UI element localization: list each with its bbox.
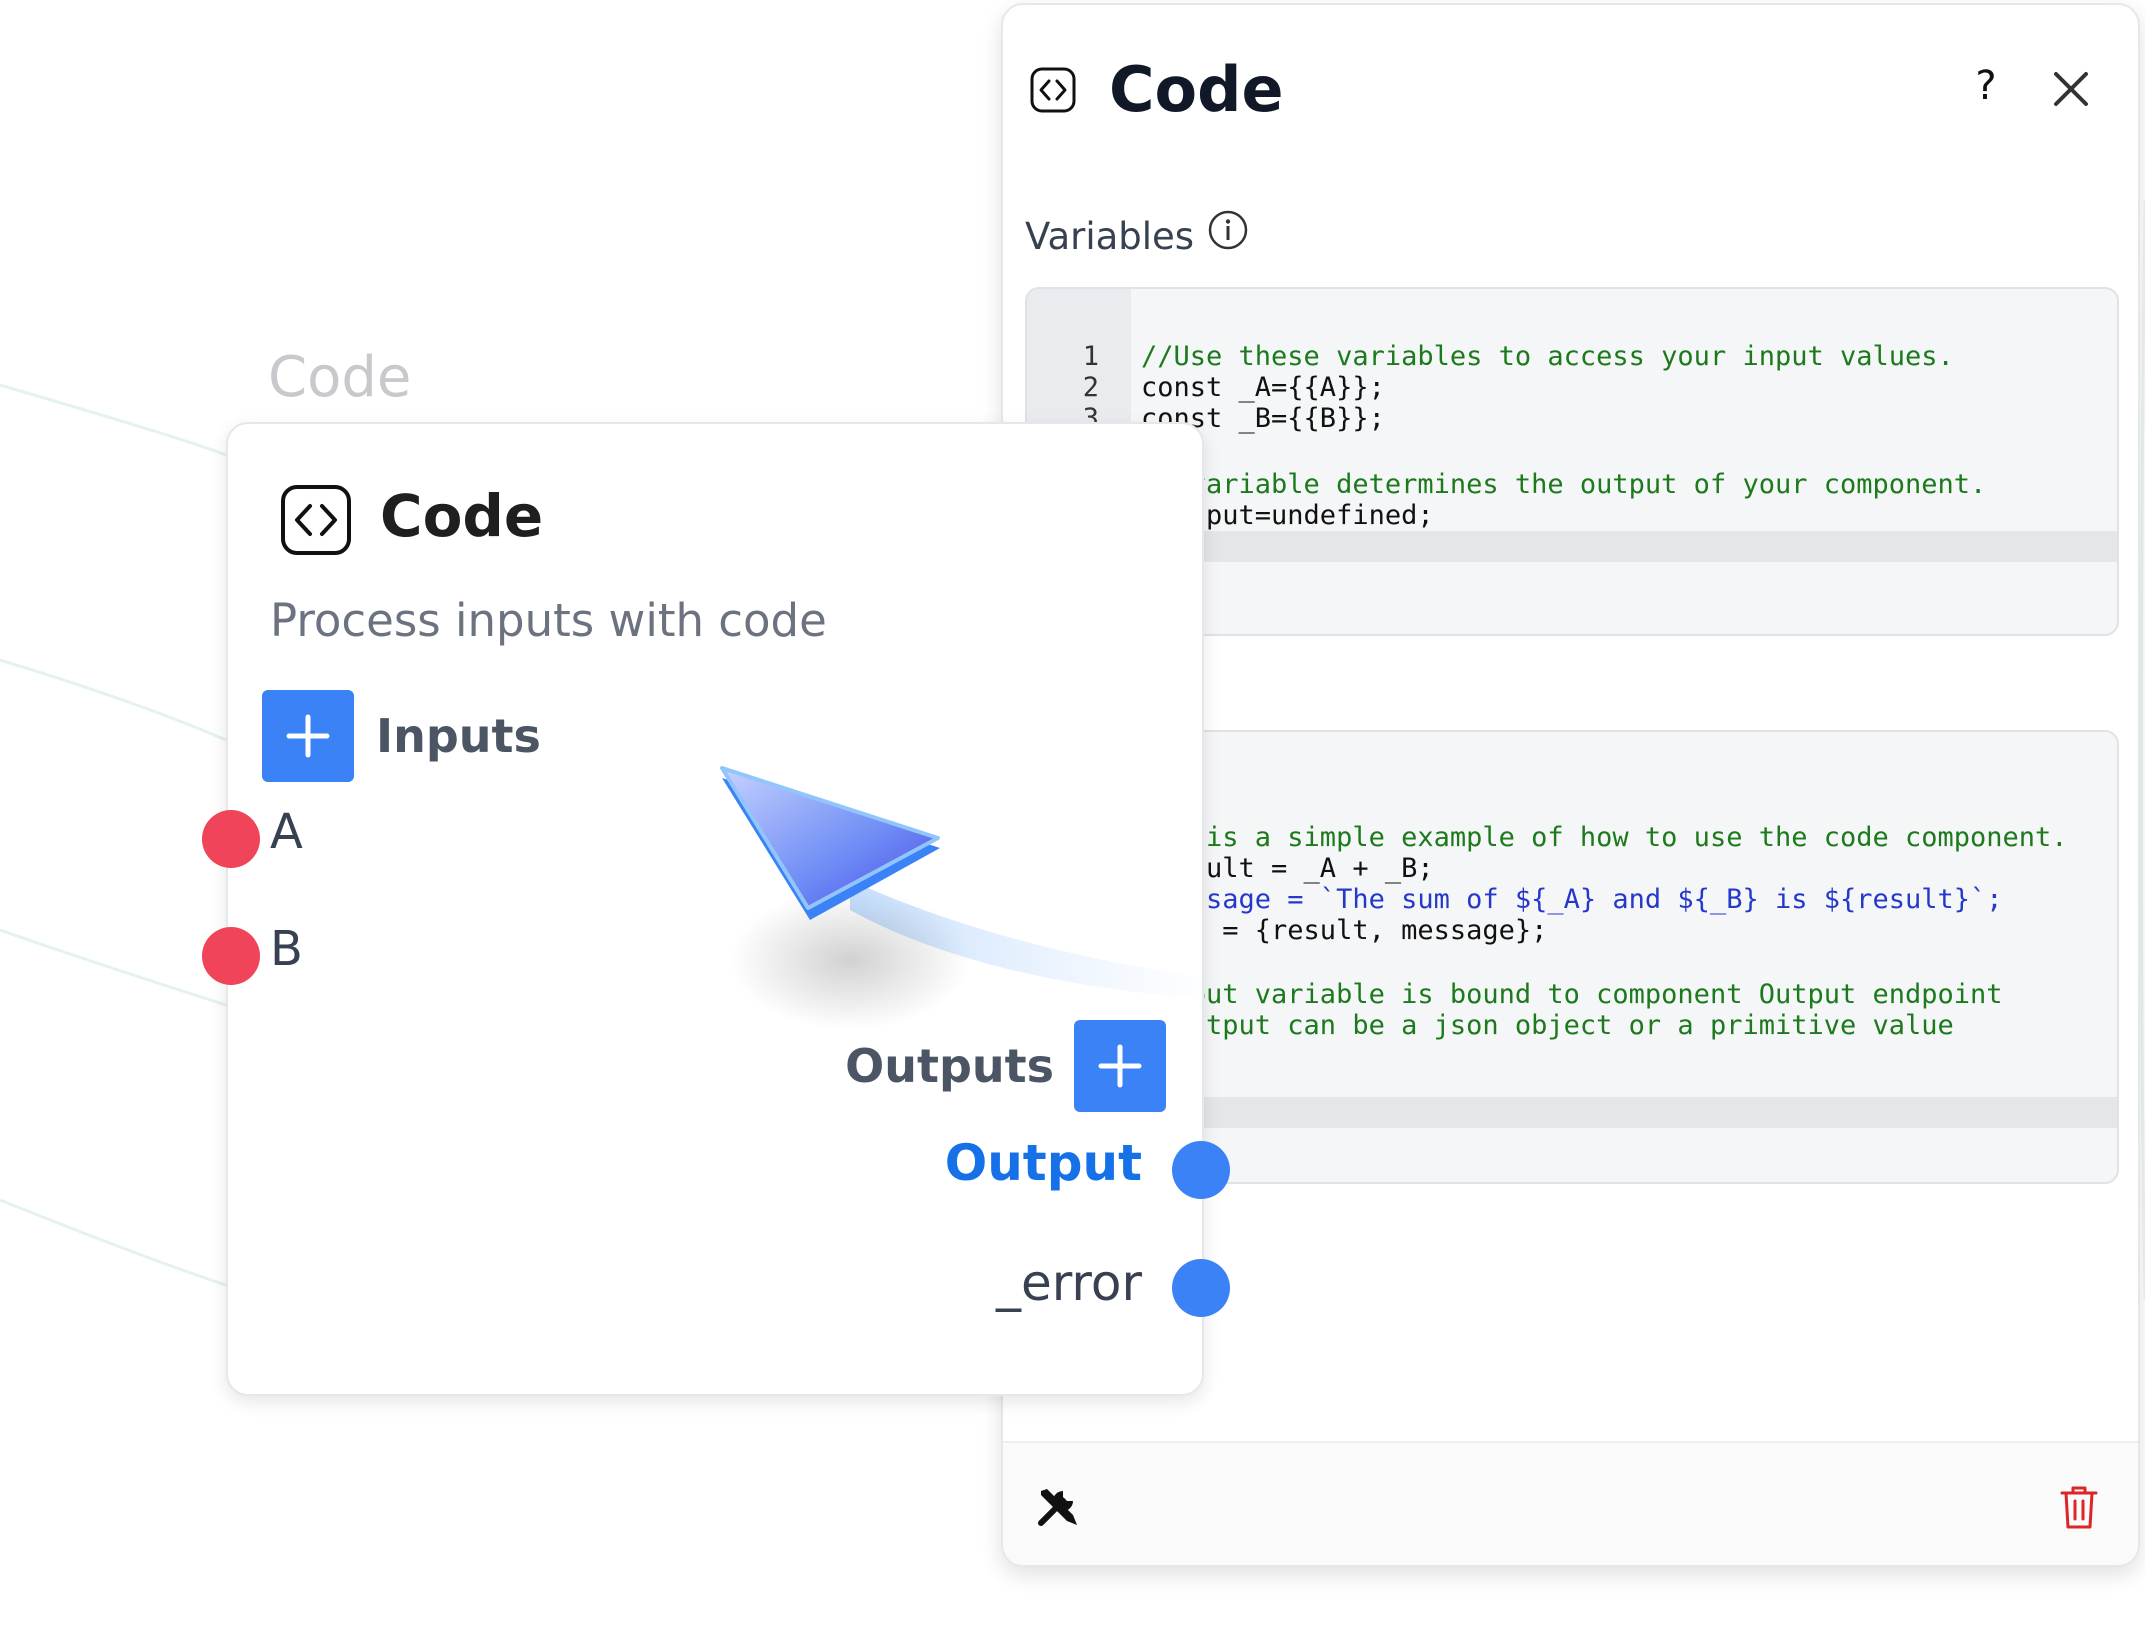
input-label-b: B (270, 921, 303, 977)
panel-title: Code (1109, 53, 1284, 126)
panel-header: Code ? (1003, 5, 2138, 175)
variables-code-editor[interactable]: 1 2 3 //Use these variables to access yo… (1025, 287, 2119, 636)
output-label-output: Output (944, 1134, 1142, 1192)
canvas-node-caption: Code (268, 345, 412, 410)
output-port-output[interactable] (1172, 1141, 1230, 1199)
input-port-b[interactable] (202, 927, 260, 985)
cursor-pointer-icon (720, 766, 1220, 1030)
help-label: ? (1975, 63, 1996, 109)
input-label-a: A (270, 804, 303, 860)
plus-icon (286, 714, 330, 758)
outputs-label: Outputs (845, 1039, 1054, 1093)
code-line: output variable is bound to component Ou… (1141, 979, 2003, 1010)
output-label-error: _error (995, 1254, 1142, 1312)
add-input-button[interactable] (262, 690, 354, 782)
code-line: _output can be a json object or a primit… (1141, 1010, 1954, 1041)
info-icon[interactable] (1207, 209, 1249, 251)
line-number: 2 (1082, 372, 1099, 403)
inputs-label: Inputs (376, 709, 541, 763)
close-icon[interactable] (2051, 69, 2091, 109)
code-line: const _A={{A}}; (1141, 372, 1385, 403)
add-output-button[interactable] (1074, 1020, 1166, 1112)
active-line-highlight (1131, 1097, 2117, 1128)
code-line: const _B={{B}}; (1141, 403, 1385, 434)
code-node-card[interactable]: Code Process inputs with code Inputs A B… (202, 422, 1230, 1396)
main-code-editor[interactable]: his is a simple example of how to use th… (1025, 730, 2119, 1184)
input-port-a[interactable] (202, 810, 260, 868)
code-line: is variable determines the output of you… (1141, 469, 1987, 500)
code-line: message = `The sum of ${_A} and ${_B} is… (1141, 884, 2003, 915)
help-icon[interactable]: ? (1963, 63, 2009, 109)
code-brackets-icon (281, 485, 351, 555)
code-brackets-icon (1030, 67, 1076, 113)
line-number: 1 (1082, 341, 1099, 372)
code-line: //Use these variables to access your inp… (1141, 341, 1954, 372)
variables-label: Variables (1025, 215, 1195, 258)
node-title: Code (380, 482, 544, 550)
code-line: his is a simple example of how to use th… (1141, 822, 2068, 853)
trash-icon[interactable] (2058, 1483, 2100, 1531)
panel-footer (1003, 1441, 2138, 1565)
active-line-highlight (1131, 531, 2117, 562)
output-port-error[interactable] (1172, 1259, 1230, 1317)
plus-icon (1098, 1044, 1142, 1088)
tools-icon[interactable] (1033, 1483, 1081, 1531)
node-description: Process inputs with code (270, 594, 827, 647)
